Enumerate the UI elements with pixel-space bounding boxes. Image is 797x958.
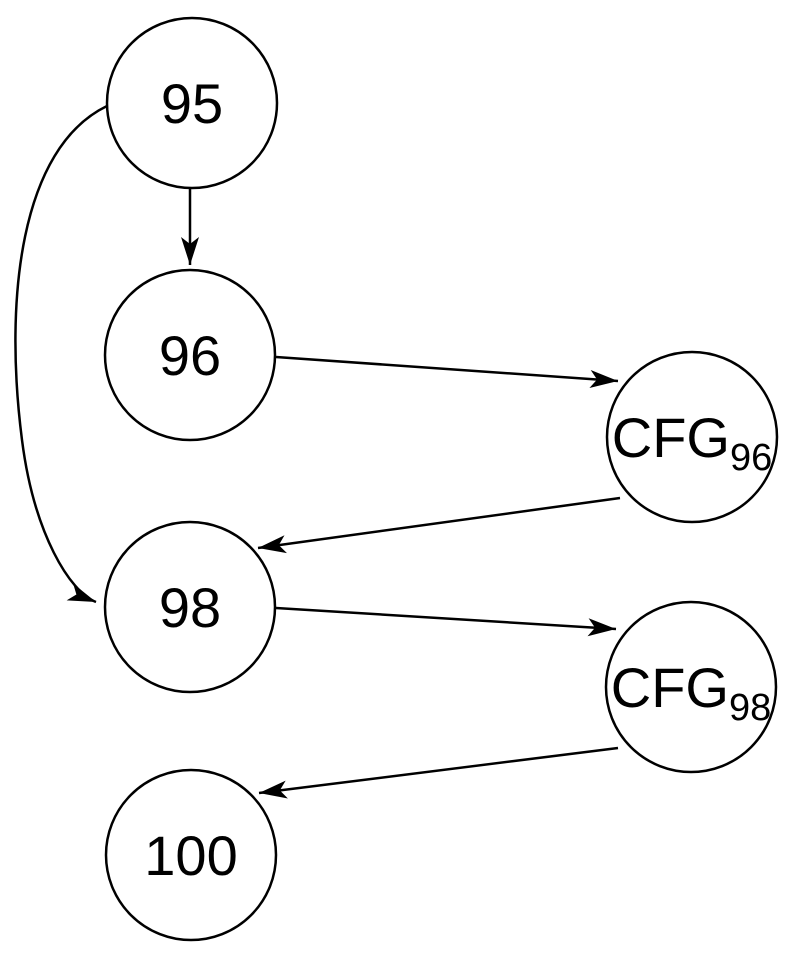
node-label-98: 98 [159, 576, 221, 639]
node-circle-cfg98 [604, 600, 778, 774]
node-circle-95 [105, 16, 279, 190]
edge-95-to-98 [14, 104, 108, 604]
node-circle-96 [103, 268, 277, 442]
node-circle-100 [104, 768, 278, 942]
edge-98-to-cfg98 [275, 606, 617, 637]
node-96: 96 [103, 268, 277, 442]
node-label-96: 96 [159, 324, 221, 387]
node-label-subscript-cfg98: 98 [729, 687, 771, 729]
node-95: 95 [105, 16, 279, 190]
node-100: 100 [104, 768, 278, 942]
node-circle-98 [103, 520, 277, 694]
node-circle-cfg96 [605, 350, 779, 524]
node-label-subscript-cfg96: 96 [730, 437, 772, 479]
edges-layer [14, 104, 621, 799]
node-98: 98 [103, 520, 277, 694]
edge-96-to-cfg96 [275, 355, 619, 389]
node-cfg98: CFG98 [604, 600, 778, 774]
edge-cfg98-to-100 [258, 746, 619, 799]
node-label-95: 95 [161, 72, 223, 135]
node-cfg96: CFG96 [605, 350, 779, 524]
edge-cfg96-to-98 [257, 496, 621, 554]
node-label-100: 100 [144, 824, 237, 887]
